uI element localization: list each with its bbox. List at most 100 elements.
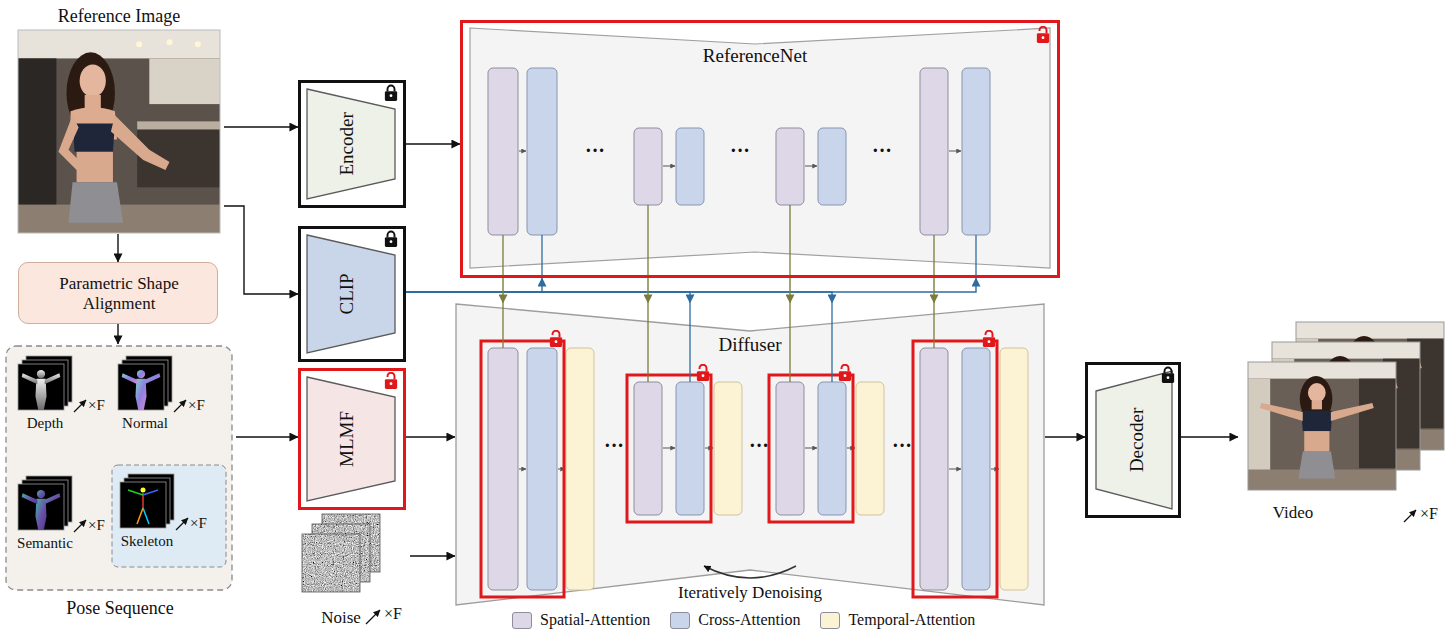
referencenet-unet [470, 28, 1050, 268]
node-label: Semantic [17, 535, 73, 552]
depth-maps [26, 356, 72, 402]
referencenet-blocks [962, 68, 990, 235]
diffuser-blocks [488, 348, 518, 590]
referencenet-blocks [634, 128, 662, 205]
diffuser-blocks [962, 348, 990, 590]
noise-frames [312, 524, 370, 582]
node-label: Depth [27, 415, 64, 432]
text-holder: CLIP [296, 229, 398, 359]
text-holder: Depth [14, 414, 76, 434]
referencenet-blocks [776, 128, 804, 205]
diffuser-blocks [519, 469, 526, 470]
diffuser-blocks [566, 348, 594, 590]
process-box: Parametric Shape Alignment [18, 262, 218, 324]
connector-arrow [410, 555, 455, 556]
frame-count: ×F [188, 397, 205, 414]
skeleton-maps [128, 474, 174, 520]
referencenet-blocks [949, 151, 961, 152]
trainable-lock [839, 365, 851, 381]
connector-arrow [789, 278, 790, 303]
referencenet-blocks [676, 128, 704, 205]
semantic-maps [18, 484, 64, 530]
reference-photo [18, 30, 220, 233]
referencenet-blocks [488, 68, 518, 235]
legend-item: Cross-Attention [670, 611, 800, 629]
diffuser-blocks [818, 382, 846, 515]
diffuser-blocks [558, 469, 565, 470]
normal-maps [126, 356, 172, 402]
depth-maps [18, 364, 64, 410]
trapezoid-shape [307, 377, 395, 501]
skeleton-maps [137, 508, 143, 524]
legend-text: Spatial-Attention [540, 611, 650, 629]
video-frames [1248, 362, 1396, 490]
node-label: Diffuser [719, 334, 782, 356]
frozen-lock [385, 86, 397, 101]
text-holder: ×F [1420, 504, 1446, 524]
noise-frames [302, 514, 380, 624]
semantic-maps [22, 490, 61, 530]
skeleton-maps [128, 490, 143, 495]
loop-label: Iteratively Denoising [678, 583, 822, 603]
normal-maps [174, 400, 186, 412]
feature-link [689, 303, 690, 382]
frame-count: ×F [88, 517, 105, 534]
node-label: Encoder [336, 112, 358, 175]
depth-maps [22, 360, 68, 406]
frame-count: ×F [1420, 505, 1438, 523]
trainable-outline [627, 375, 711, 522]
pose-map: Normal ×F [114, 352, 220, 442]
text-holder: Normal [114, 414, 176, 434]
ellipsis: ··· [585, 139, 605, 162]
diffuser-blocks [714, 382, 742, 515]
reference-photo [18, 30, 220, 233]
legend-text: Cross-Attention [698, 611, 800, 629]
text-holder: ×F [384, 604, 410, 624]
node-label: Decoder [1127, 408, 1149, 472]
noise-frames [302, 534, 360, 592]
legend-swatch [512, 612, 532, 629]
text-holder: ×F [190, 514, 220, 534]
node-label: Noise [321, 608, 361, 628]
frozen-lock [385, 232, 397, 247]
trainable-lock [550, 331, 562, 347]
node-label: Normal [122, 415, 168, 432]
depth-maps [22, 370, 61, 410]
video-frames [1272, 342, 1420, 470]
connector-arrow [647, 278, 648, 303]
diffuser-blocks [991, 469, 999, 470]
connector-arrow [406, 278, 976, 292]
depth-maps [18, 356, 86, 412]
connector-arrow [406, 143, 460, 144]
ellipsis: ··· [749, 434, 769, 457]
video-output: Video×F [1238, 318, 1450, 534]
skeleton-ground [112, 465, 226, 567]
trainable-lock [1037, 27, 1049, 43]
feature-link [789, 303, 790, 382]
trainable-outline [481, 341, 564, 597]
text-holder: Parametric Shape Alignment [39, 269, 199, 319]
loop-arrow [704, 566, 796, 578]
legend-swatch [820, 612, 840, 629]
trainable-lock [385, 373, 397, 389]
text-holder: MLMF [296, 371, 398, 507]
diffuser-blocks [705, 448, 713, 449]
loop-arrow [704, 566, 796, 578]
pose-map: Skeleton×F [116, 470, 222, 560]
connector-arrow [406, 436, 455, 437]
referencenet-unet [470, 28, 1050, 268]
connector-arrow [224, 126, 298, 127]
feature-link [502, 303, 503, 348]
reference-photo [18, 30, 220, 233]
trainable-outline [913, 341, 997, 597]
skeleton-maps [141, 488, 146, 493]
connector-arrow [117, 234, 118, 262]
semantic-maps [26, 476, 72, 522]
frozen-lock [385, 86, 1174, 383]
pose-panel-ground [6, 346, 232, 590]
referencenet-blocks [920, 68, 948, 235]
node-label: Pose Sequence [66, 598, 173, 619]
diffuser-blocks [527, 348, 557, 590]
normal-maps [118, 364, 164, 410]
